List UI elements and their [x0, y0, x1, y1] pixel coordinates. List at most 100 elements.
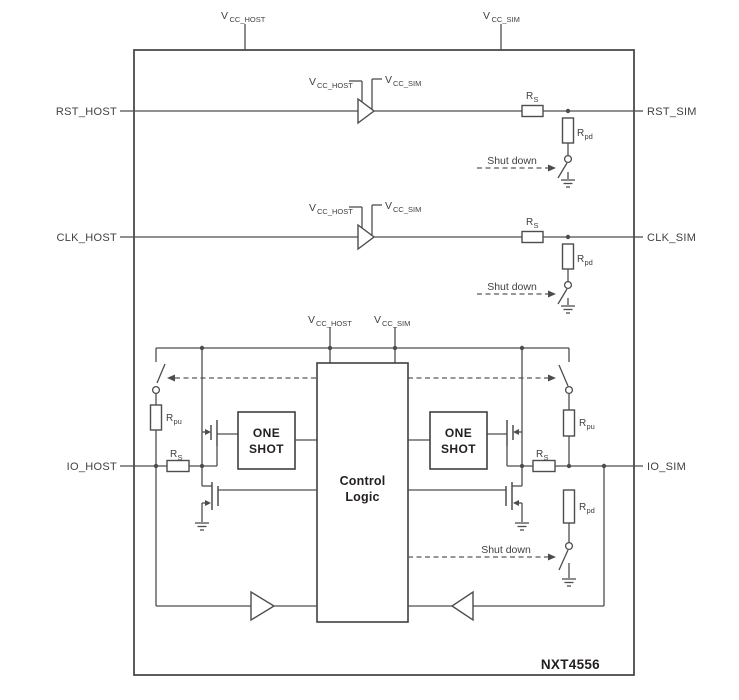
clk-shutdown-control: Shut down	[477, 281, 556, 298]
pullup-switch-control-dashes	[167, 374, 556, 382]
vcc-host-label-sub: CC_HOST	[230, 15, 266, 24]
rst-shutdown-label: Shut down	[487, 155, 537, 167]
one-shot-block-right: ONE SHOT	[429, 411, 488, 470]
clk-vcchost-main: V	[309, 202, 316, 214]
chip-name-label: NXT4556	[541, 657, 600, 672]
rst-sim-pin-label: RST_SIM	[647, 106, 697, 118]
one-shot-right-line2: SHOT	[441, 442, 476, 456]
rst-rpd-resistor	[561, 117, 575, 144]
rst-level-shifter-buffer	[357, 97, 376, 125]
clk-buffer-supplies: V CC_HOST V CC_SIM	[309, 200, 421, 235]
rst-rpd-main: R	[577, 128, 584, 139]
io-sim-pullup-switch	[564, 385, 574, 395]
io-sim-rpu-sub: pu	[587, 422, 595, 431]
io-host-rpu-sub: pu	[174, 417, 182, 426]
clk-level-shifter-buffer	[357, 223, 376, 251]
clk-shutdown-switch	[563, 280, 573, 290]
control-logic-line1: Control	[340, 474, 386, 488]
arrow-right-icon	[548, 553, 556, 561]
io-shutdown-label: Shut down	[481, 544, 531, 556]
rst-host-pin-label: RST_HOST	[56, 106, 117, 118]
clk-vccsim-main: V	[385, 200, 392, 212]
one-shot-left-line1: ONE	[253, 426, 280, 440]
rst-rpd-sub: pd	[585, 132, 593, 141]
io-sim-pin-label: IO_SIM	[647, 461, 686, 473]
one-shot-block-left: ONE SHOT	[237, 411, 296, 470]
io-sim-rs-resistor	[532, 459, 556, 473]
io-sim-pulldown-network: R pd	[558, 489, 595, 587]
clk-rpd-sub: pd	[585, 258, 593, 267]
io-supply-rail: V CC_HOST V CC_SIM	[156, 314, 569, 363]
ground-symbol	[561, 578, 577, 587]
control-logic-line2: Logic	[345, 490, 379, 504]
io-sim-pullup-branch: R pu	[558, 348, 595, 466]
vcc-host-label-main: V	[221, 10, 228, 22]
mosfet-arrow-icon	[205, 429, 211, 435]
io-host-line: IO_HOST R S	[67, 449, 217, 473]
io-sim-rpd-resistor	[562, 489, 576, 524]
io-host-sense-mosfet	[194, 466, 317, 531]
rst-vccsim-sub: CC_SIM	[393, 79, 421, 88]
junction-dot	[565, 234, 571, 240]
arrow-right-icon	[548, 374, 556, 382]
rst-vcchost-sub: CC_HOST	[317, 81, 353, 90]
io-host-pullup-branch: R pu	[149, 348, 182, 466]
io-channel: V CC_HOST V CC_SIM R pu R pu	[67, 314, 686, 623]
rst-vccsim-main: V	[385, 74, 392, 86]
vcc-sim-label-main: V	[483, 10, 490, 22]
clk-rs-sub: S	[534, 221, 539, 230]
io-host-pin-label: IO_HOST	[67, 461, 117, 473]
vcc-host-top-label: V CC_HOST	[221, 10, 266, 24]
clk-rs-main: R	[526, 217, 533, 228]
rst-buffer-supplies: V CC_HOST V CC_SIM	[309, 74, 421, 109]
io-shutdown-control: Shut down	[408, 544, 556, 561]
clk-host-pin-label: CLK_HOST	[57, 232, 117, 244]
chip-outline	[133, 49, 635, 676]
io-host-pullup-switch	[151, 385, 161, 395]
rst-shutdown-control: Shut down	[477, 155, 556, 172]
rst-rs-main: R	[526, 91, 533, 102]
mosfet-arrow-icon	[205, 500, 211, 506]
io-sim-pullup-switch-blade	[558, 364, 569, 387]
clk-sim-pin-label: CLK_SIM	[647, 232, 696, 244]
arrow-left-icon	[167, 374, 175, 382]
io-host-pullup-mosfet	[202, 420, 238, 466]
clk-series-resistor: R S	[521, 217, 544, 244]
vcc-sim-top-label: V CC_SIM	[483, 10, 520, 24]
io-sim-rpd-sub: pd	[587, 506, 595, 515]
ground-symbol	[194, 522, 210, 531]
rst-shutdown-switch	[563, 154, 573, 164]
io-sim-rs-sub: S	[544, 453, 549, 462]
clk-vcchost-sub: CC_HOST	[317, 207, 353, 216]
junction-dot	[566, 463, 572, 469]
io-vccsim-main: V	[374, 314, 381, 326]
io-sim-pullup-mosfet	[487, 420, 522, 466]
arrow-right-icon	[548, 290, 556, 298]
ground-symbol	[560, 305, 576, 314]
io-shutdown-switch	[564, 541, 574, 551]
one-shot-left-line2: SHOT	[249, 442, 284, 456]
io-feedback-loop	[155, 466, 605, 622]
io-host-rs-main: R	[170, 449, 177, 460]
control-logic-block: Control Logic	[316, 362, 409, 623]
rst-pulldown-network: R pd	[557, 117, 593, 188]
ground-symbol	[514, 522, 530, 531]
vcc-sim-label-sub: CC_SIM	[492, 15, 520, 24]
io-sim-rpu-resistor	[562, 409, 576, 437]
io-vcchost-sub: CC_HOST	[316, 319, 352, 328]
clk-rpd-resistor	[561, 243, 575, 270]
ground-symbol	[560, 179, 576, 188]
mosfet-arrow-icon	[513, 429, 519, 435]
io-sim-line: R S IO_SIM	[507, 449, 686, 473]
rst-vcchost-main: V	[309, 76, 316, 88]
rst-series-resistor: R S	[521, 91, 544, 118]
io-host-rs-sub: S	[178, 453, 183, 462]
io-host-rs-resistor	[166, 459, 190, 473]
arrow-right-icon	[548, 164, 556, 172]
io-sim-rpu-main: R	[579, 418, 586, 429]
io-host-rpu-resistor	[149, 404, 163, 431]
clk-rpd-main: R	[577, 254, 584, 265]
io-sim-feedback-buffer	[450, 590, 474, 622]
